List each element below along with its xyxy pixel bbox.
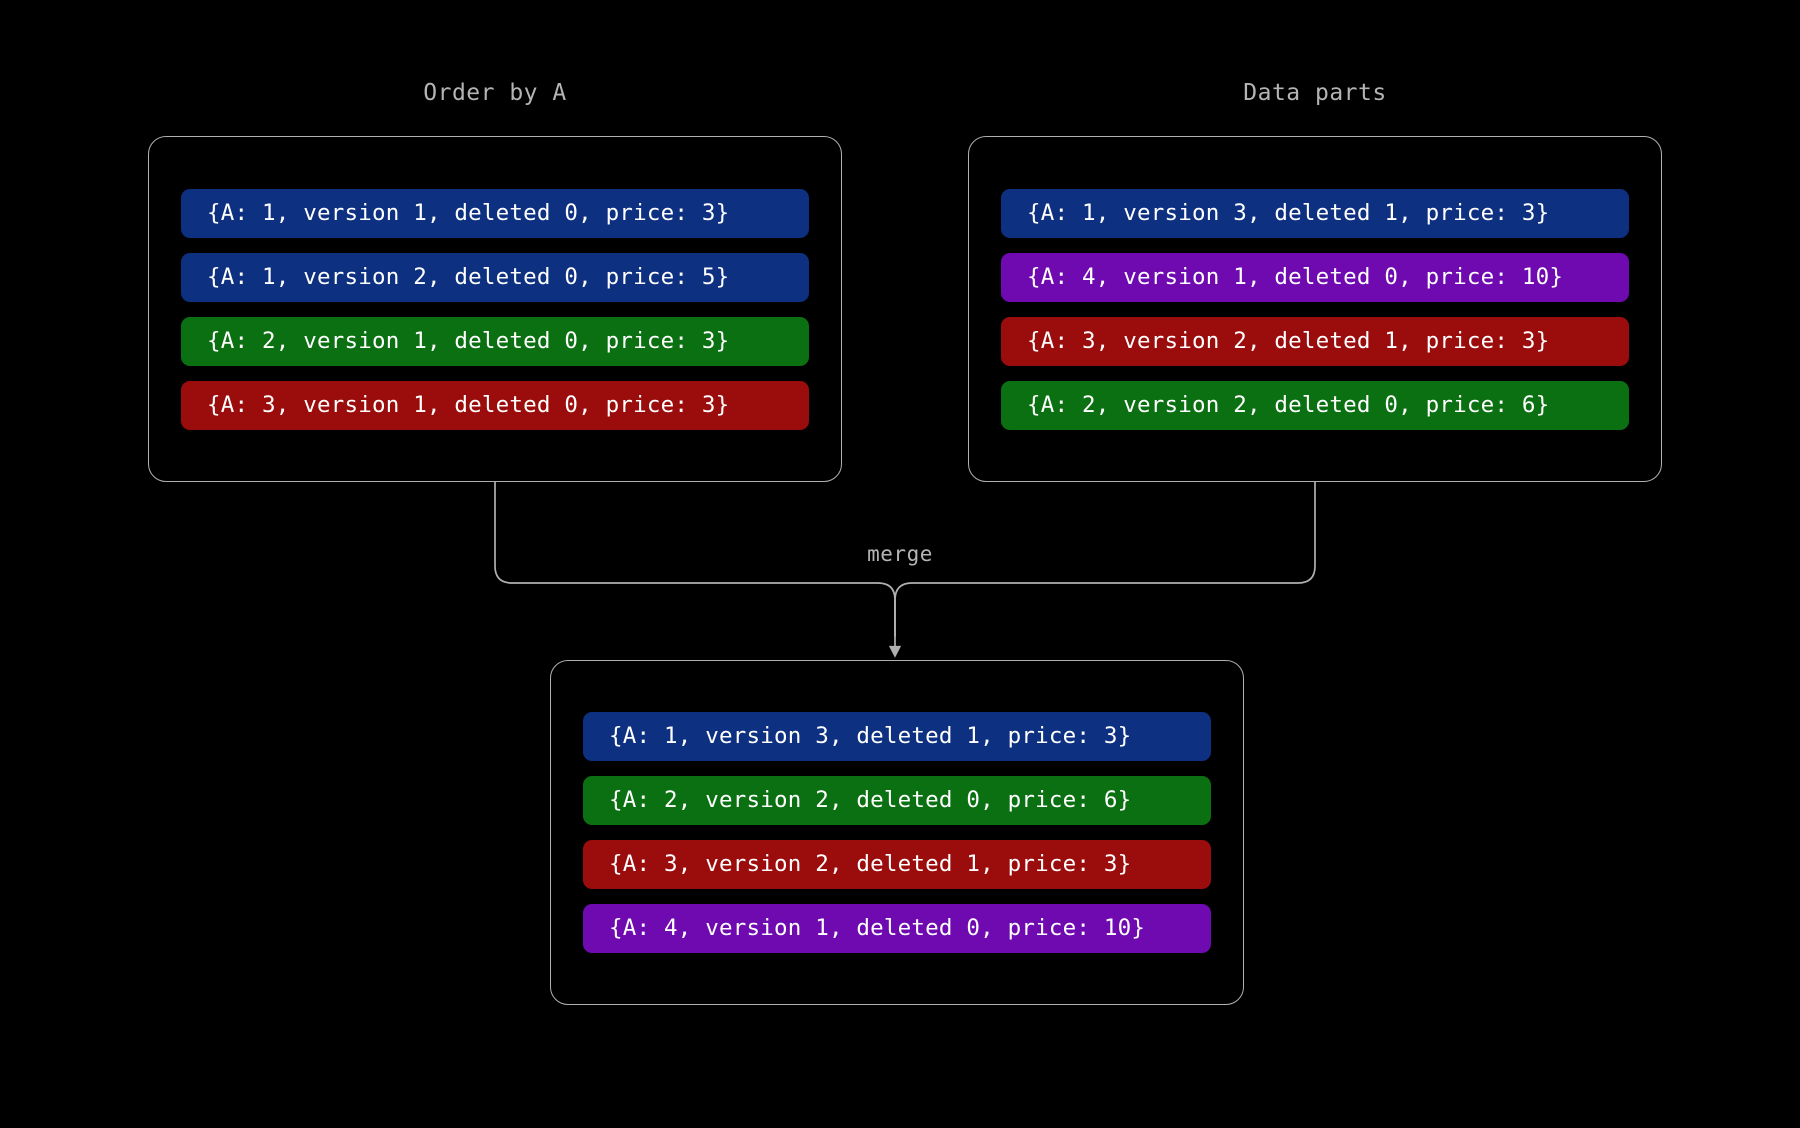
panel-title-data-parts: Data parts <box>1243 80 1387 106</box>
record-row[interactable]: {A: 3, version 1, deleted 0, price: 3} <box>181 380 809 430</box>
panel-order-by-a: {A: 1, version 1, deleted 0, price: 3} {… <box>148 136 842 482</box>
record-row[interactable]: {A: 4, version 1, deleted 0, price: 10} <box>1001 252 1629 302</box>
record-row[interactable]: {A: 1, version 3, deleted 1, price: 3} <box>583 712 1211 761</box>
record-row[interactable]: {A: 3, version 2, deleted 1, price: 3} <box>1001 316 1629 366</box>
record-row[interactable]: {A: 1, version 3, deleted 1, price: 3} <box>1001 188 1629 238</box>
panel-merged-result: {A: 1, version 3, deleted 1, price: 3} {… <box>550 660 1244 1005</box>
panel-data-parts: {A: 1, version 3, deleted 1, price: 3} {… <box>968 136 1662 482</box>
record-row[interactable]: {A: 3, version 2, deleted 1, price: 3} <box>583 840 1211 889</box>
record-list-merged: {A: 1, version 3, deleted 1, price: 3} {… <box>551 712 1243 953</box>
panel-title-order-by-a: Order by A <box>423 80 567 106</box>
record-row[interactable]: {A: 2, version 1, deleted 0, price: 3} <box>181 316 809 366</box>
record-list-data-parts: {A: 1, version 3, deleted 1, price: 3} {… <box>969 188 1661 430</box>
record-list-order-by-a: {A: 1, version 1, deleted 0, price: 3} {… <box>149 188 841 430</box>
record-row[interactable]: {A: 4, version 1, deleted 0, price: 10} <box>583 904 1211 953</box>
record-row[interactable]: {A: 1, version 2, deleted 0, price: 5} <box>181 252 809 302</box>
record-row[interactable]: {A: 2, version 2, deleted 0, price: 6} <box>583 776 1211 825</box>
record-row[interactable]: {A: 2, version 2, deleted 0, price: 6} <box>1001 380 1629 430</box>
merge-edge-label: merge <box>867 542 933 566</box>
record-row[interactable]: {A: 1, version 1, deleted 0, price: 3} <box>181 188 809 238</box>
